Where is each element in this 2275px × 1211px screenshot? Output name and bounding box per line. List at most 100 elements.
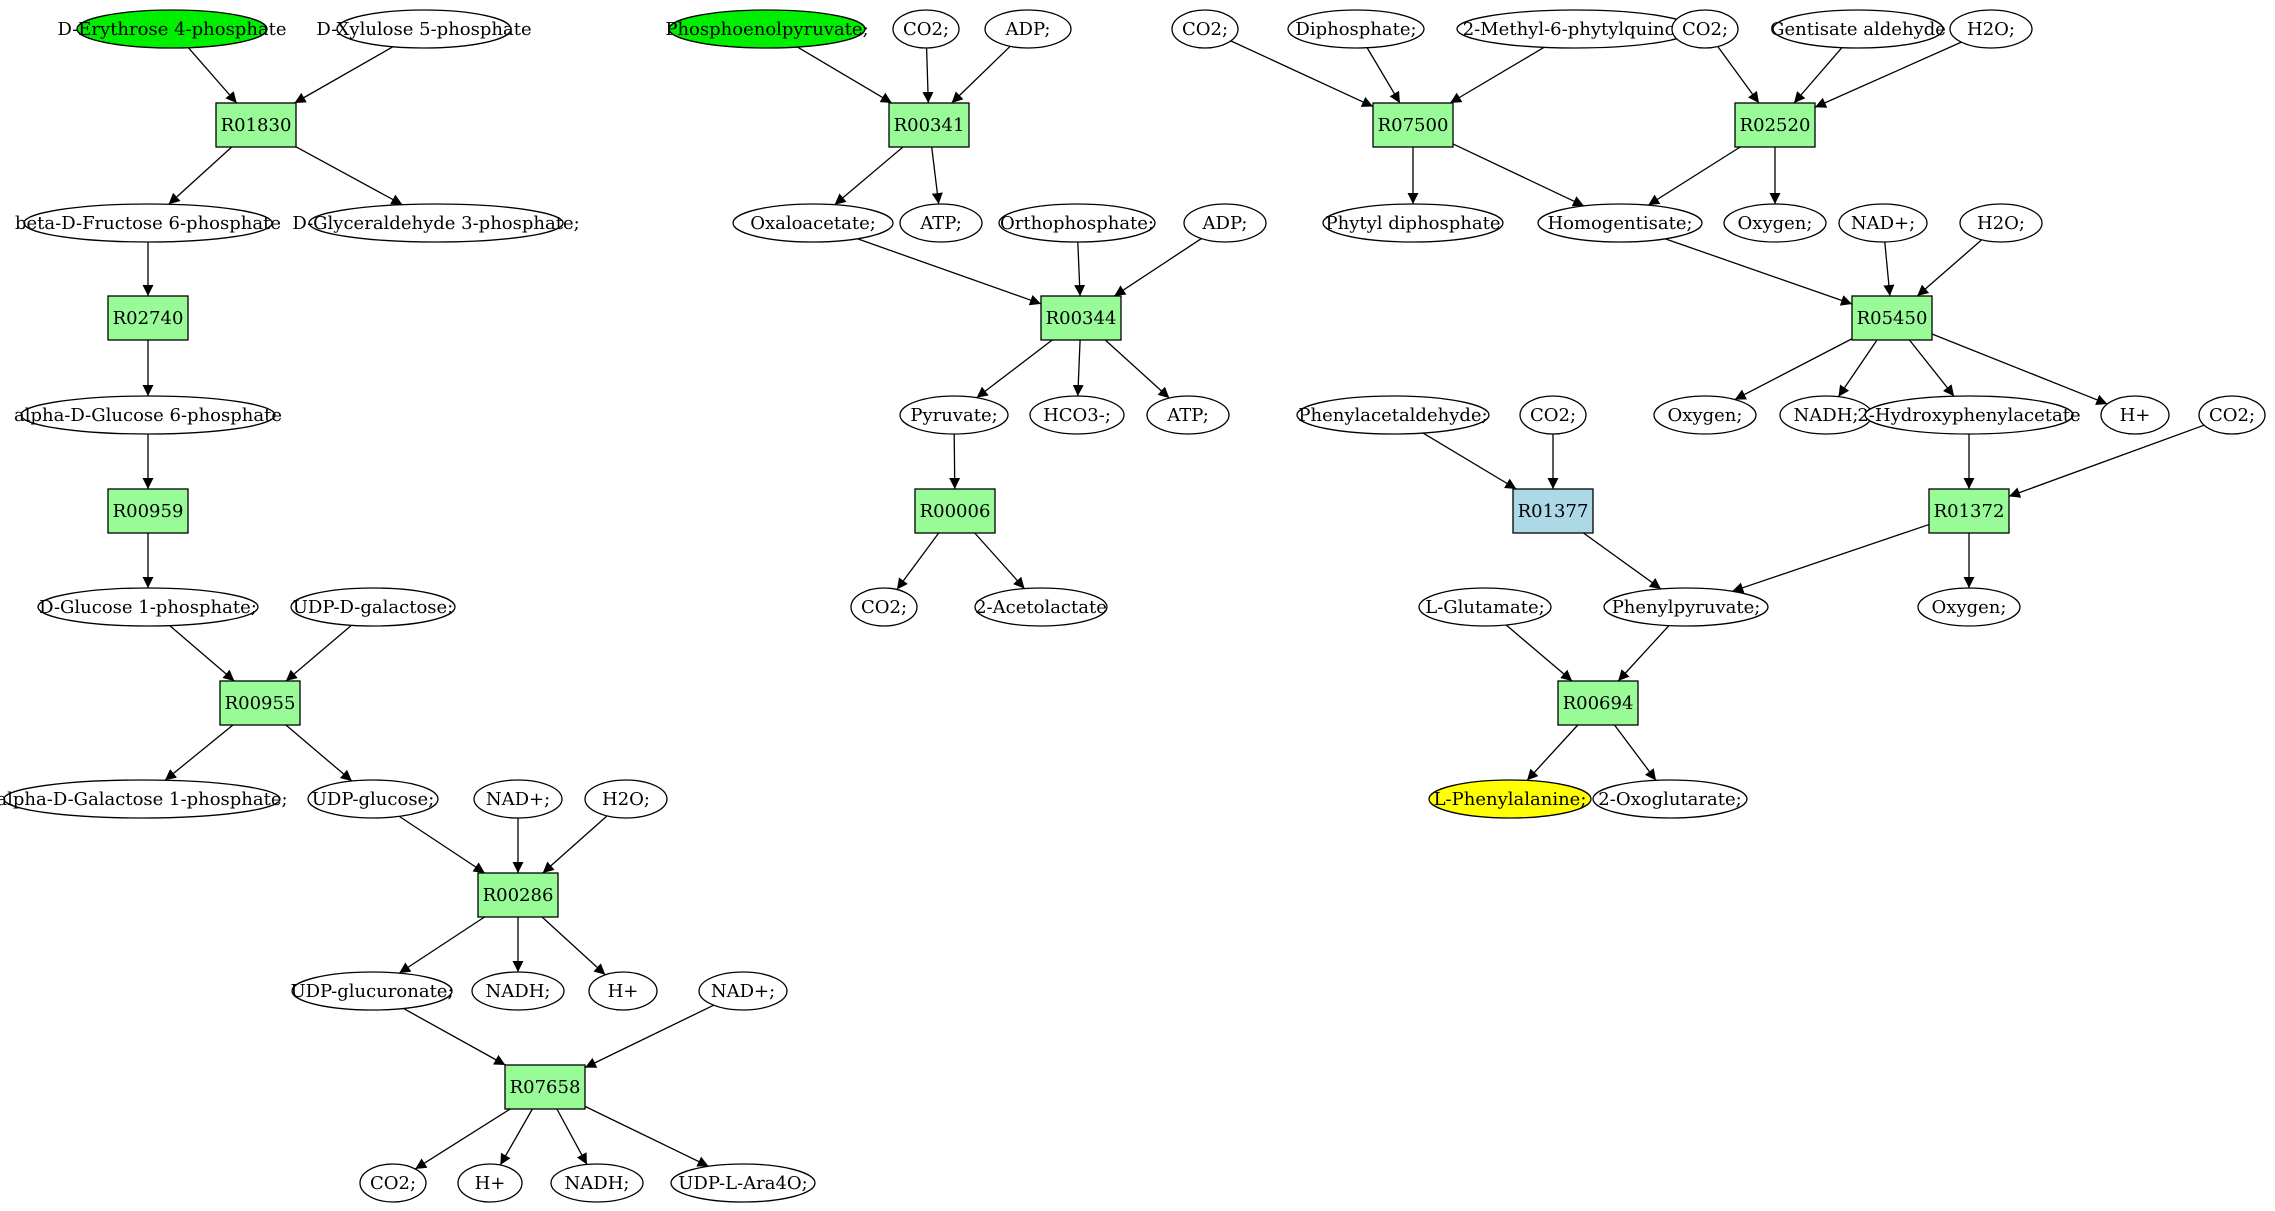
molecule-node-2-acetolactate[interactable]: 2-Acetolactate	[974, 587, 1108, 627]
molecule-label: 2-Acetolactate	[975, 597, 1107, 618]
molecule-node-h2o[interactable]: H2O;	[1949, 9, 2033, 49]
molecule-node-co2[interactable]: CO2;	[1171, 9, 1239, 49]
molecule-node-nad[interactable]: NAD+;	[473, 779, 563, 819]
molecule-node-diphosphate[interactable]: Diphosphate;	[1287, 9, 1425, 49]
reaction-box	[107, 295, 189, 341]
molecule-node-udp-d-galactose[interactable]: UDP-D-galactose;	[290, 587, 456, 627]
edge-r14-to-m51	[1732, 523, 1930, 593]
reaction-node-r00955[interactable]: R00955	[219, 680, 301, 726]
edge-r9-to-m30	[896, 532, 940, 590]
reaction-node-r07500[interactable]: R07500	[1372, 102, 1454, 148]
edge-r12-to-m47	[1908, 339, 1955, 397]
molecule-node-nad[interactable]: NAD+;	[1838, 203, 1928, 243]
molecule-node-h[interactable]: H+	[2100, 395, 2170, 435]
reaction-label: R05450	[1857, 308, 1928, 329]
reaction-node-r02740[interactable]: R02740	[107, 295, 189, 341]
molecule-label: D-Glucose 1-phosphate;	[39, 597, 257, 618]
molecule-node-co2[interactable]: CO2;	[1671, 9, 1739, 49]
molecule-node-phosphoenolpyruvate[interactable]: Phosphoenolpyruvate;	[665, 9, 869, 49]
reaction-node-r01372[interactable]: R01372	[1928, 488, 2010, 534]
molecule-node-orthophosphate[interactable]: Orthophosphate;	[998, 203, 1156, 243]
molecule-label: NADH;	[486, 981, 551, 1002]
molecule-node-h[interactable]: H+	[457, 1163, 523, 1203]
reaction-node-r00341[interactable]: R00341	[888, 102, 970, 148]
molecule-node-h2o[interactable]: H2O;	[1959, 203, 2043, 243]
edge-r11-to-m39	[1647, 146, 1741, 206]
molecule-node-oxygen[interactable]: Oxygen;	[1917, 587, 2021, 627]
molecule-label: CO2;	[1682, 19, 1728, 40]
molecule-node-phytyl-diphosphate[interactable]: Phytyl diphosphate	[1322, 203, 1504, 243]
molecule-node-udp-glucose[interactable]: UDP-glucose;	[307, 779, 439, 819]
molecule-node-2-methyl-6-phytylquinol[interactable]: 2-Methyl-6-phytylquinol;	[1456, 9, 1694, 49]
molecule-node-l-phenylalanine[interactable]: L-Phenylalanine;	[1428, 779, 1592, 819]
edge-r7-to-m24	[931, 146, 943, 205]
molecule-ellipse	[899, 203, 983, 243]
molecule-node-oxaloacetate[interactable]: Oxaloacetate;	[732, 203, 894, 243]
molecule-ellipse	[1537, 203, 1703, 243]
edge-r5-to-m12	[398, 916, 485, 974]
reaction-node-r00286[interactable]: R00286	[477, 872, 559, 918]
molecule-node-oxygen[interactable]: Oxygen;	[1653, 395, 1757, 435]
molecule-node-phenylpyruvate[interactable]: Phenylpyruvate;	[1603, 587, 1769, 627]
molecule-label: UDP-glucuronate;	[290, 981, 453, 1002]
molecule-node-2-hydroxyphenylacetate[interactable]: 2-Hydroxyphenylacetate	[1857, 395, 2081, 435]
edge-m43-to-r13	[1422, 432, 1517, 490]
molecule-label: 2-Oxoglutarate;	[1598, 789, 1741, 810]
edge-m37-to-r11	[1814, 41, 1962, 108]
molecule-node-oxygen[interactable]: Oxygen;	[1723, 203, 1827, 243]
edge-r8-to-m27	[976, 339, 1053, 399]
molecule-node-alpha-d-galactose-1-phosphate[interactable]: alpha-D-Galactose 1-phosphate;	[0, 779, 288, 819]
edge-m1-to-r1	[187, 47, 238, 104]
reaction-node-r00694[interactable]: R00694	[1557, 680, 1639, 726]
molecule-node-nadh[interactable]: NADH;	[1779, 395, 1873, 435]
molecule-node-d-glucose-1-phosphate[interactable]: D-Glucose 1-phosphate;	[37, 587, 259, 627]
molecule-node-co2[interactable]: CO2;	[359, 1163, 427, 1203]
edge-r6-to-m17	[499, 1108, 533, 1166]
molecule-label: D-Xylulose 5-phosphate	[316, 19, 531, 40]
reaction-node-r07658[interactable]: R07658	[504, 1064, 586, 1110]
molecule-node-nad[interactable]: NAD+;	[698, 971, 788, 1011]
molecule-node-d-xylulose-5-phosphate[interactable]: D-Xylulose 5-phosphate	[316, 9, 532, 49]
molecule-node-beta-d-fructose-6-phosphate[interactable]: beta-D-Fructose 6-phosphate	[15, 203, 281, 243]
molecule-node-adp[interactable]: ADP;	[984, 9, 1072, 49]
molecule-node-co2[interactable]: CO2;	[892, 9, 960, 49]
molecule-node-h2o[interactable]: H2O;	[584, 779, 668, 819]
molecule-node-udp-glucuronate[interactable]: UDP-glucuronate;	[290, 971, 454, 1011]
molecule-node-atp[interactable]: ATP;	[1146, 395, 1230, 435]
molecule-node-co2[interactable]: CO2;	[2198, 395, 2266, 435]
molecule-node-pyruvate[interactable]: Pyruvate;	[899, 395, 1009, 435]
molecule-node-nadh[interactable]: NADH;	[550, 1163, 644, 1203]
reaction-label: R02740	[113, 308, 184, 329]
molecule-ellipse	[1671, 9, 1739, 49]
molecule-node-d-glyceraldehyde-3-phosphate[interactable]: D-Glyceraldehyde 3-phosphate;	[292, 203, 580, 243]
molecule-label: CO2;	[1182, 19, 1228, 40]
molecule-node-2-oxoglutarate[interactable]: 2-Oxoglutarate;	[1592, 779, 1748, 819]
molecule-ellipse	[550, 1163, 644, 1203]
molecule-node-udp-l-ara4o[interactable]: UDP-L-Ara4O;	[670, 1163, 816, 1203]
reaction-node-r00344[interactable]: R00344	[1040, 295, 1122, 341]
molecule-node-atp[interactable]: ATP;	[899, 203, 983, 243]
molecule-label: HCO3-;	[1043, 405, 1111, 426]
reaction-node-r01377[interactable]: R01377	[1512, 488, 1594, 534]
molecule-node-phenylacetaldehyde[interactable]: Phenylacetaldehyde;	[1296, 395, 1490, 435]
molecule-node-hco3[interactable]: HCO3-;	[1029, 395, 1125, 435]
molecule-node-homogentisate[interactable]: Homogentisate;	[1537, 203, 1703, 243]
molecule-node-adp[interactable]: ADP;	[1183, 203, 1267, 243]
molecule-node-co2[interactable]: CO2;	[850, 587, 918, 627]
molecule-ellipse	[1322, 203, 1504, 243]
molecule-node-gentisate-aldehyde[interactable]: Gentisate aldehyde	[1770, 9, 1946, 49]
molecule-node-h[interactable]: H+	[588, 971, 658, 1011]
reaction-node-r05450[interactable]: R05450	[1851, 295, 1933, 341]
molecule-node-d-erythrose-4-phosphate[interactable]: D-Erythrose 4-phosphate	[57, 9, 287, 49]
molecule-node-l-glutamate[interactable]: L-Glutamate;	[1418, 587, 1552, 627]
molecule-label: H2O;	[602, 789, 650, 810]
molecule-node-alpha-d-glucose-6-phosphate[interactable]: alpha-D-Glucose 6-phosphate	[14, 395, 282, 435]
molecule-node-co2[interactable]: CO2;	[1519, 395, 1587, 435]
molecule-node-nadh[interactable]: NADH;	[471, 971, 565, 1011]
reaction-node-r00959[interactable]: R00959	[107, 488, 189, 534]
reaction-node-r00006[interactable]: R00006	[914, 488, 996, 534]
reaction-node-r02520[interactable]: R02520	[1734, 102, 1816, 148]
reaction-node-r01830[interactable]: R01830	[215, 102, 297, 148]
molecule-label: Phenylacetaldehyde;	[1298, 405, 1487, 426]
edge-m9-to-r5	[398, 815, 486, 874]
